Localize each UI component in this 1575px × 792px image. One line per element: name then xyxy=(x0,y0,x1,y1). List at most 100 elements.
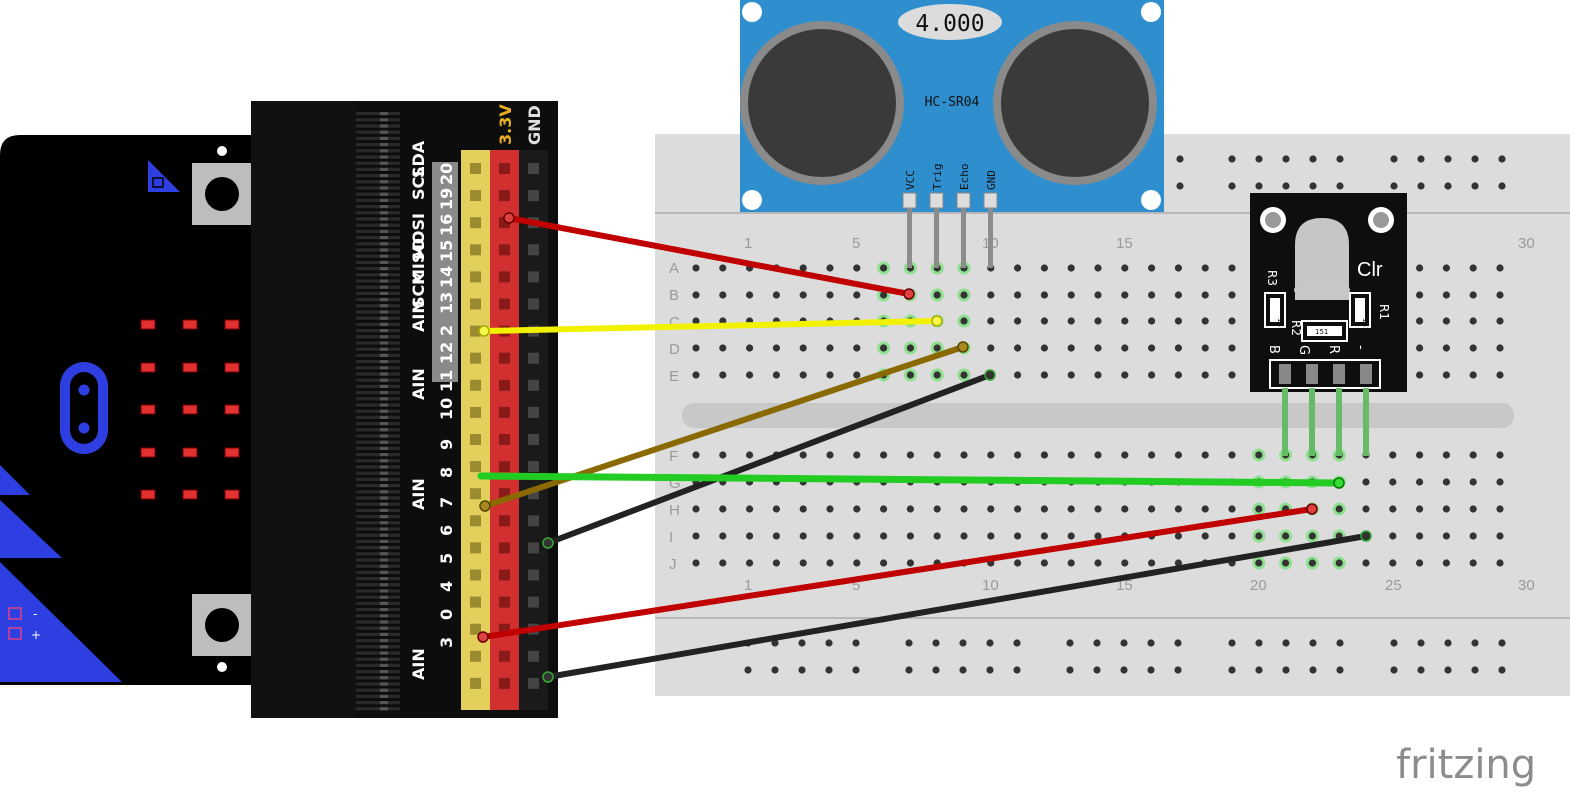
edge-triangle xyxy=(0,465,30,495)
breadboard-hole xyxy=(1148,344,1156,352)
pin-label-16: 16 xyxy=(437,214,456,236)
resistor-label-r3: R3 xyxy=(1265,270,1279,286)
yellow-wire-p2-to-trig[interactable] xyxy=(481,318,940,334)
edge-tooth-pad xyxy=(380,682,388,686)
power-rail-hole xyxy=(1336,639,1344,647)
edge-tooth-pad xyxy=(380,496,388,500)
edge-tooth-pad xyxy=(380,453,388,457)
edge-tooth xyxy=(356,180,400,184)
power-rail-hole xyxy=(1336,155,1344,163)
edge-tooth xyxy=(356,570,400,574)
breadboard-hole xyxy=(1014,451,1022,459)
wire-endpoints xyxy=(477,212,1372,683)
edge-tooth xyxy=(356,360,400,364)
red-wire-p0-to-red[interactable] xyxy=(480,506,1315,640)
breadboard-hole xyxy=(1040,344,1048,352)
breadboard-hole xyxy=(853,559,861,567)
red-wire-3v3-to-vcc[interactable] xyxy=(506,215,912,297)
edge-tooth-pad xyxy=(380,527,388,531)
header-pin xyxy=(528,434,539,445)
edge-tooth xyxy=(356,316,400,320)
breadboard-hole xyxy=(1040,291,1048,299)
breadboard-hole xyxy=(1094,264,1102,272)
edge-tooth xyxy=(356,589,400,593)
breadboard-hole xyxy=(1121,344,1129,352)
edge-tooth xyxy=(356,601,400,605)
breadboard-row-labels: A B C D E F G H I J xyxy=(669,260,681,573)
edge-tooth-pad xyxy=(380,360,388,364)
breadboard-hole xyxy=(1014,371,1022,379)
green-wire-p8-to-green[interactable] xyxy=(477,472,1343,487)
breadboard-hole xyxy=(1416,505,1424,513)
breadboard-hole xyxy=(719,371,727,379)
breadboard-hole xyxy=(1335,559,1343,567)
edge-tooth xyxy=(356,527,400,531)
pin-label-14: 14 xyxy=(437,266,456,288)
header-pin xyxy=(470,650,481,662)
edge-tooth-pad xyxy=(380,198,388,202)
pin-label-0: 0 xyxy=(437,609,456,620)
edge-tooth xyxy=(356,663,400,667)
edge-tooth-pad xyxy=(380,446,388,450)
breadboard-hole xyxy=(799,532,807,540)
edge-tooth-pad xyxy=(380,515,388,519)
header-pin xyxy=(470,325,481,337)
breadboard-hole xyxy=(1496,317,1504,325)
pin-label-6: 6 xyxy=(437,525,456,536)
breadboard-hole xyxy=(1174,291,1182,299)
header-pin xyxy=(470,542,481,554)
label-mosi: MOSI xyxy=(409,213,428,260)
breadboard-hole xyxy=(1496,532,1504,540)
power-rail-hole xyxy=(1147,666,1155,674)
edge-tooth xyxy=(356,254,400,258)
rgb-module-title: Clr xyxy=(1357,259,1383,281)
breadboard-hole xyxy=(1148,371,1156,379)
breadboard-hole xyxy=(1469,505,1477,513)
breadboard-hole xyxy=(1040,559,1048,567)
edge-tooth-pad xyxy=(380,502,388,506)
header-pin xyxy=(499,352,510,364)
header-pin xyxy=(499,298,510,310)
header-pin xyxy=(499,542,510,554)
pin-label-13: 13 xyxy=(437,292,456,314)
pin-label-10: 10 xyxy=(437,398,456,420)
header-pin xyxy=(499,596,510,608)
header-pin xyxy=(499,217,510,229)
resistor-label-r2: R2 xyxy=(1289,320,1303,336)
power-rail-hole xyxy=(852,666,860,674)
breadboard-hole xyxy=(880,532,888,540)
power-rail-hole xyxy=(1282,182,1290,190)
edge-tooth-pad xyxy=(380,180,388,184)
breadboard-hole xyxy=(933,291,941,299)
battery-plus-label: + xyxy=(31,628,41,642)
sensor-pin-label-trig: Trig xyxy=(931,164,944,191)
breadboard-hole xyxy=(1094,532,1102,540)
edge-tooth xyxy=(356,384,400,388)
edge-tooth-pad xyxy=(380,521,388,525)
black-wire-gnd-to-led[interactable] xyxy=(545,533,1369,680)
led-pixel xyxy=(224,447,240,458)
breadboard-hole xyxy=(1442,371,1450,379)
breadboard-hole xyxy=(719,532,727,540)
label-sda: SDA xyxy=(409,140,428,178)
breadboard-hole xyxy=(1469,559,1477,567)
edge-tooth-pad xyxy=(380,347,388,351)
edge-connector-teeth xyxy=(356,112,400,711)
breadboard-hole xyxy=(1040,371,1048,379)
edge-tooth-pad xyxy=(380,124,388,128)
black-wire-gnd-to-sensor[interactable] xyxy=(545,372,993,546)
power-rail-hole xyxy=(825,666,833,674)
breadboard-hole xyxy=(987,505,995,513)
edge-tooth xyxy=(356,372,400,376)
breadboard-hole xyxy=(1067,344,1075,352)
power-rail-hole xyxy=(1390,666,1398,674)
breadboard-hole xyxy=(1148,291,1156,299)
pin-label-2: 2 xyxy=(437,325,456,336)
breadboard-hole xyxy=(1496,291,1504,299)
edge-tooth xyxy=(356,267,400,271)
breadboard-hole xyxy=(1121,371,1129,379)
sensor-model: HC-SR04 xyxy=(925,95,980,110)
breadboard-hole xyxy=(1228,532,1236,540)
edge-tooth-pad xyxy=(380,546,388,550)
edge-tooth-pad xyxy=(380,353,388,357)
